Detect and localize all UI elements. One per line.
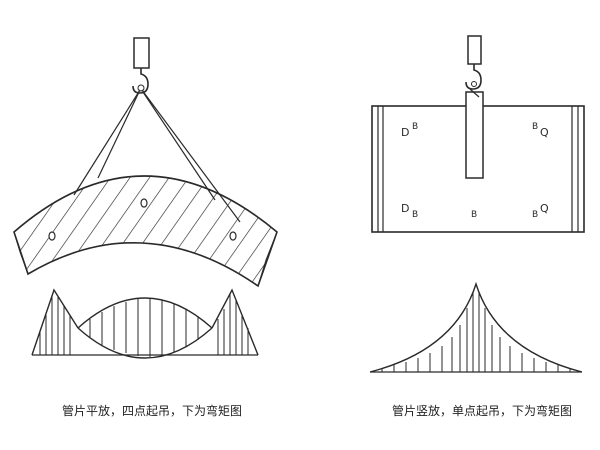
lifting-bar [465,91,484,179]
svg-text:Q: Q [540,126,549,139]
svg-text:D: D [401,126,409,139]
crane-block-right [467,35,482,65]
left-lift-diagram [13,37,278,359]
sling-left-inner-2 [142,91,216,201]
moment-diagram-left [31,288,259,359]
sling-left-outer-1 [73,89,141,196]
crane-block-left [133,37,150,69]
caption-vertical-single-point-lift: 管片竖放，单点起吊，下为弯矩图 [392,404,573,418]
crane-hook-right [465,64,482,90]
sling-left-inner-1 [97,91,140,179]
svg-text:B: B [471,210,477,220]
caption-flat-four-point-lift: 管片平放，四点起吊，下为弯矩图 [62,404,243,418]
right-lift-diagram: D B B Q D B B B Q [369,35,585,373]
crane-hook-left [132,68,149,94]
svg-text:Q: Q [540,202,549,215]
moment-diagram-right [369,281,583,373]
svg-text:B: B [532,210,538,220]
tunnel-segment-flat [13,175,278,288]
svg-text:D: D [401,202,409,215]
svg-text:B: B [412,210,418,220]
svg-text:B: B [412,122,418,132]
svg-text:B: B [532,122,538,132]
